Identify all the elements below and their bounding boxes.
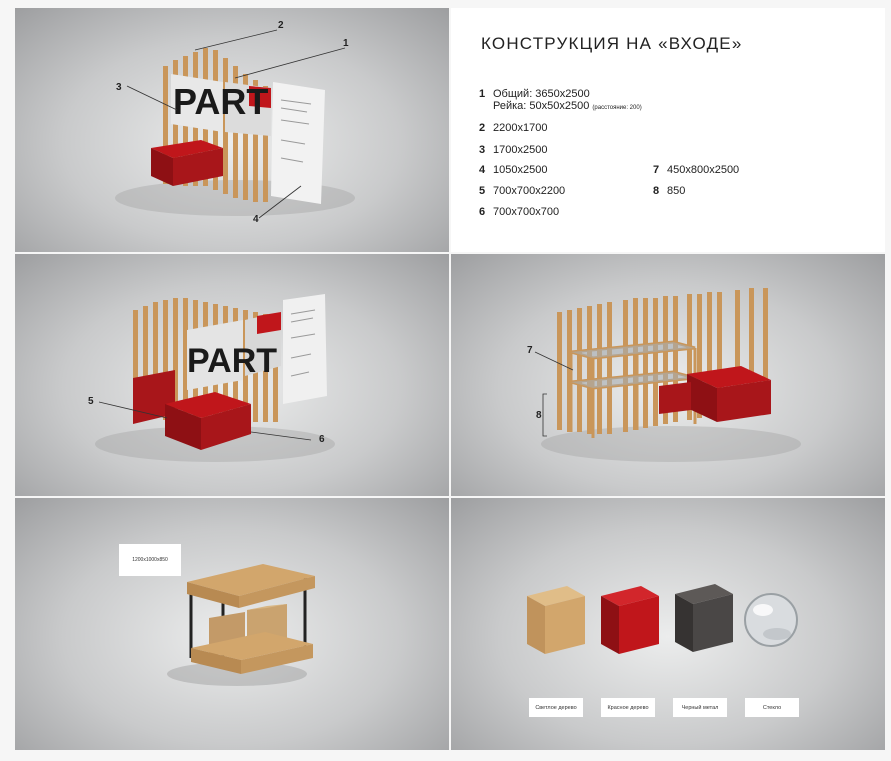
callout-8: 8 bbox=[536, 410, 542, 421]
part-logo: PART bbox=[173, 81, 268, 122]
callout-7: 7 bbox=[527, 345, 533, 356]
material-swatch-red-wood bbox=[601, 586, 659, 654]
material-label-light-wood: Светлое дерево bbox=[529, 698, 583, 717]
callout-5: 5 bbox=[88, 396, 94, 407]
bench-illustration: PART bbox=[95, 294, 335, 462]
material-swatch-black-metal bbox=[675, 584, 733, 652]
material-label-black-metal: Черный метал bbox=[673, 698, 727, 717]
materials-illustration bbox=[527, 584, 798, 654]
callout-6: 6 bbox=[319, 434, 325, 445]
callout-3: 3 bbox=[116, 82, 122, 93]
overview-illustration: PART bbox=[115, 29, 355, 219]
callout-1: 1 bbox=[343, 38, 349, 49]
pallet-size-label: 1200x1000x850 bbox=[119, 544, 181, 576]
material-label-red-wood: Красное дерево bbox=[601, 698, 655, 717]
page-title: КОНСТРУКЦИЯ НА «ВХОДЕ» bbox=[481, 34, 743, 53]
render-overview: PART 1 2 3 4 bbox=[15, 8, 449, 252]
material-swatch-glass bbox=[744, 593, 798, 647]
part-logo: PART bbox=[187, 342, 277, 380]
rear-illustration bbox=[534, 288, 801, 462]
render-pallet: 1200x1000x850 bbox=[15, 498, 449, 750]
render-bench: PART 5 6 bbox=[15, 254, 449, 496]
render-materials: Светлое дерево Красное дерево Черный мет… bbox=[451, 498, 885, 750]
material-label-glass: Стекло bbox=[745, 698, 799, 717]
pallet-illustration bbox=[167, 564, 315, 686]
material-swatch-light-wood bbox=[527, 586, 585, 654]
render-rear: 7 8 bbox=[451, 254, 885, 496]
callout-2: 2 bbox=[278, 20, 284, 31]
callout-4: 4 bbox=[253, 214, 259, 225]
